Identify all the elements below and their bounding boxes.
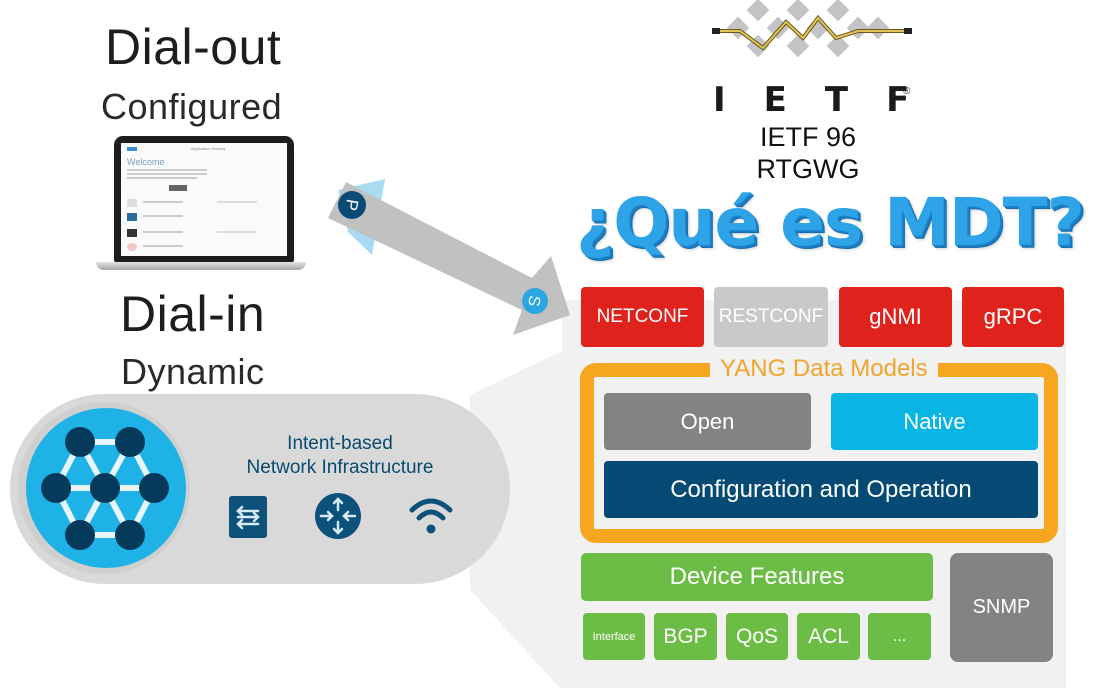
text-line	[143, 245, 183, 247]
router-icon	[315, 493, 361, 539]
ietf-meeting: IETF 96	[759, 122, 857, 152]
cisco-logo-icon	[127, 147, 137, 151]
app-thumb	[127, 213, 137, 221]
ietf-logo-icon	[712, 0, 912, 58]
app-thumb	[127, 229, 137, 237]
wifi-icon	[409, 498, 453, 534]
registered-mark: ®	[903, 86, 911, 97]
text-line	[127, 177, 197, 179]
switch-icon	[229, 496, 267, 538]
text-line	[217, 201, 257, 203]
snmp-box: SNMP	[950, 553, 1053, 662]
text-line	[143, 231, 183, 233]
ietf-wordmark: IETF	[713, 80, 948, 120]
dial-out-title: Dial-out	[105, 19, 282, 75]
screen-header: Application Hosting	[191, 146, 226, 151]
feature-acl: ACL	[797, 613, 860, 660]
laptop-image: Application Hosting Welcome	[96, 136, 306, 276]
network-label-line2: Network Infrastructure	[246, 457, 434, 478]
protocol-gnmi: gNMI	[839, 287, 952, 347]
text-line	[143, 215, 183, 217]
text-line	[127, 173, 207, 175]
publish-badge: P	[338, 191, 366, 219]
app-thumb	[127, 199, 137, 207]
dial-in-subtitle: Dynamic	[121, 351, 265, 392]
dial-in-title: Dial-in	[120, 286, 266, 342]
text-line	[143, 201, 183, 203]
laptop-base	[96, 262, 306, 270]
dial-out-subtitle: Configured	[101, 86, 283, 127]
screen-title: Welcome	[127, 157, 165, 167]
protocol-netconf: NETCONF	[581, 287, 704, 347]
text-line	[217, 231, 257, 233]
app-thumb	[127, 243, 137, 251]
pub-sub-arrow: P S	[328, 179, 570, 335]
feature-more: ...	[868, 613, 931, 660]
svg-text:S: S	[524, 294, 543, 307]
arrow-shaft	[328, 182, 570, 335]
feature-interface: Interface	[583, 613, 645, 660]
laptop-lid: Application Hosting Welcome	[114, 136, 294, 262]
protocol-grpc: gRPC	[962, 287, 1064, 347]
screen-button	[169, 185, 187, 191]
ietf-working-group: RTGWG	[756, 154, 860, 184]
feature-bgp: BGP	[654, 613, 717, 660]
subscribe-badge: S	[522, 288, 548, 314]
yang-frame	[580, 363, 1058, 543]
protocol-restconf: RESTCONF	[714, 287, 828, 347]
config-operation: Configuration and Operation	[604, 461, 1038, 518]
network-mesh-icon	[18, 402, 190, 574]
yang-native: Native	[831, 393, 1038, 450]
text-line	[127, 169, 207, 171]
page-title: ¿Qué es MDT?	[576, 184, 1085, 261]
network-label-line1: Intent-based	[287, 433, 393, 454]
laptop-screen: Application Hosting Welcome	[121, 143, 287, 256]
yang-open: Open	[604, 393, 811, 450]
yang-label: YANG Data Models	[710, 355, 938, 383]
device-features: Device Features	[581, 553, 933, 601]
svg-text:P: P	[341, 198, 362, 212]
feature-qos: QoS	[726, 613, 788, 660]
